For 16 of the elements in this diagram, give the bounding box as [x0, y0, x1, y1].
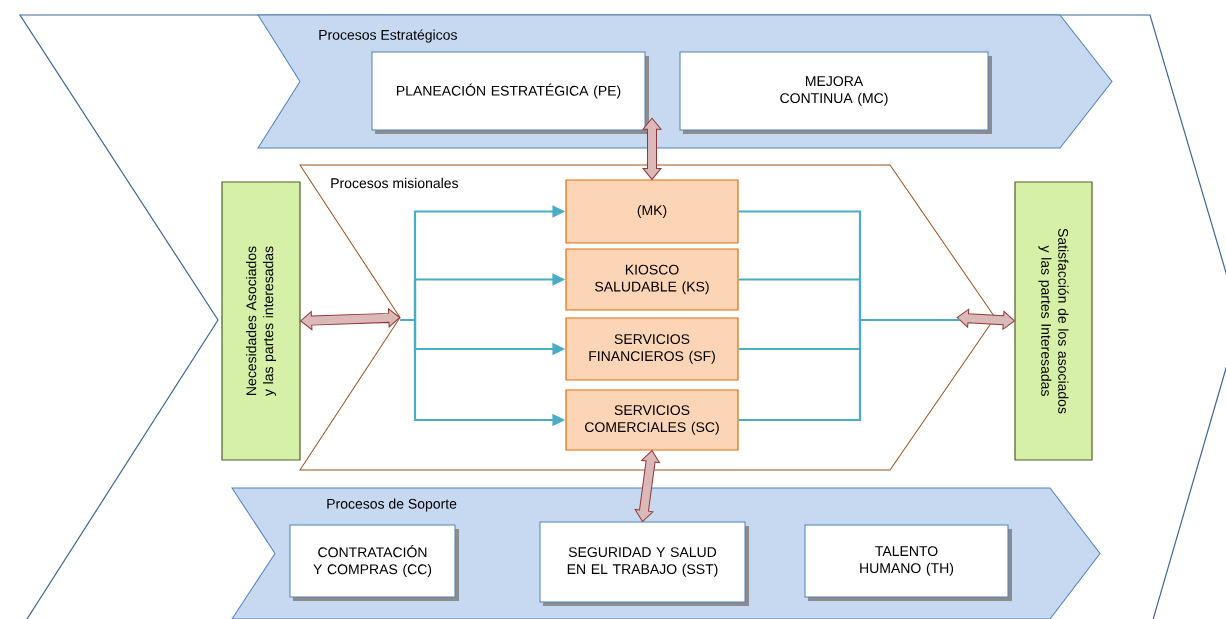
- process-box: PLANEACIÓN ESTRATÉGICA (PE): [371, 51, 649, 134]
- process-box: SERVICIOS FINANCIEROS (SF): [565, 317, 739, 381]
- double-arrow: [634, 450, 660, 522]
- process-box: (MK): [565, 179, 739, 244]
- stakeholder-box: Satisfacción de los asociados y las partes Interesadas: [1014, 181, 1093, 461]
- process-box: SERVICIOS COMERCIALES (SC): [565, 389, 739, 451]
- process-box: KIOSCO SALUDABLE (KS): [565, 248, 739, 311]
- process-box: TALENTO HUMANO (TH): [804, 524, 1012, 601]
- process-box: CONTRATACIÓN Y COMPRAS (CC): [289, 524, 459, 601]
- double-arrow: [300, 308, 401, 331]
- double-arrow: [642, 117, 662, 180]
- double-arrow: [956, 308, 1015, 330]
- stakeholder-box: Necesidades Asociados y las partes interesadas: [221, 181, 301, 461]
- process-box: SEGURIDAD Y SALUD EN EL TRABAJO (SST): [539, 521, 749, 606]
- process-box: MEJORA CONTINUA (MC): [679, 51, 992, 134]
- connector-line: [738, 318, 960, 422]
